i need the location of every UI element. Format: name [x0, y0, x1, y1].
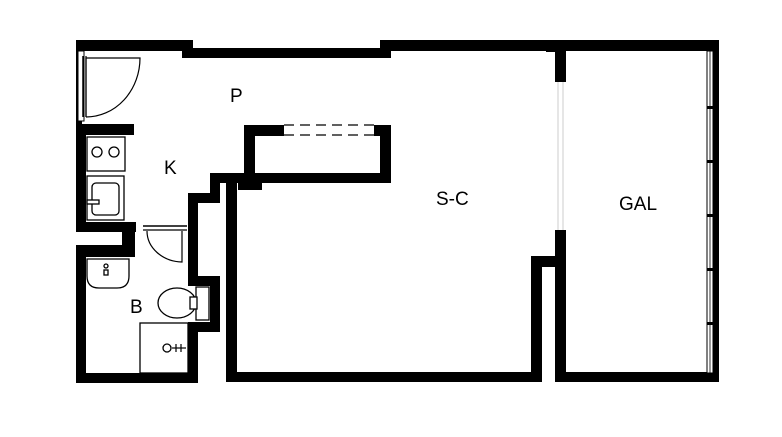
- wall-top-middle: [182, 48, 389, 58]
- wall-kitchen-left: [76, 124, 86, 232]
- wall-right: [712, 40, 719, 382]
- wall-kitchen-bottom: [76, 222, 136, 232]
- faucet-icon: [86, 199, 100, 205]
- room-label-bathroom: B: [130, 297, 143, 318]
- wall-niche-top-left: [244, 125, 284, 136]
- wall-niche-corner: [238, 180, 262, 190]
- burner-icon: [108, 146, 120, 158]
- wardrobe: [284, 124, 374, 136]
- wall-corridor-step-c: [210, 173, 238, 183]
- bathroom-door-swing: [146, 230, 183, 263]
- kitchen-sink: [86, 175, 125, 221]
- glazing-mullion: [707, 322, 713, 325]
- wall-gallery-bottom: [555, 372, 719, 382]
- glazing-mullion: [707, 214, 713, 217]
- wall-bath-right-lower: [188, 322, 198, 383]
- wall-bath-left: [76, 245, 86, 383]
- entry-door-jamb: [77, 50, 85, 122]
- wall-partition-step: [531, 256, 566, 267]
- wall-bath-right-jog: [188, 276, 220, 286]
- opening: [557, 82, 564, 230]
- glazing-mullion: [707, 160, 713, 163]
- glazing-mullion: [707, 268, 713, 271]
- drain-icon: [103, 263, 109, 269]
- wall-partition-upper: [555, 40, 566, 82]
- wall-kitchen-top: [76, 124, 134, 135]
- glazing-mullion: [707, 106, 713, 109]
- bathroom-door[interactable]: [143, 225, 187, 263]
- room-label-kitchen: K: [164, 158, 177, 179]
- wall-niche-right: [380, 125, 391, 183]
- entry-door-swing: [85, 57, 141, 118]
- room-label-hall: P: [230, 86, 243, 107]
- wall-niche-bottom: [226, 173, 391, 183]
- balcony-glazing: [706, 50, 714, 374]
- wall-bath-top: [76, 245, 135, 257]
- entry-door[interactable]: [77, 50, 141, 122]
- shower-drain-icon: [162, 343, 172, 353]
- wall-living-left: [226, 173, 237, 382]
- wall-kitchen-right: [123, 124, 134, 134]
- wall-partition-foot: [531, 256, 542, 382]
- wall-top-left: [76, 40, 190, 51]
- stove: [86, 136, 126, 172]
- wall-living-bottom: [226, 372, 542, 382]
- wall-bath-right-main: [188, 193, 198, 286]
- wall-corridor-step-b: [210, 173, 220, 203]
- wall-bath-right-step: [188, 322, 220, 332]
- room-labels: P K S-C GAL B: [130, 86, 657, 318]
- toilet: [157, 286, 210, 321]
- shower: [139, 322, 189, 374]
- wall-bath-right-upper: [210, 276, 220, 332]
- burner-icon: [91, 146, 103, 158]
- wall-bath-bottom: [76, 373, 198, 383]
- room-label-living: S-C: [436, 189, 469, 210]
- wall-corridor-step-a: [188, 193, 220, 203]
- room-label-gallery: GAL: [619, 194, 657, 215]
- wash-basin: [86, 258, 130, 289]
- toilet-tank: [195, 286, 210, 321]
- wall-partition-lower: [555, 230, 566, 382]
- wall-niche-left: [244, 125, 255, 180]
